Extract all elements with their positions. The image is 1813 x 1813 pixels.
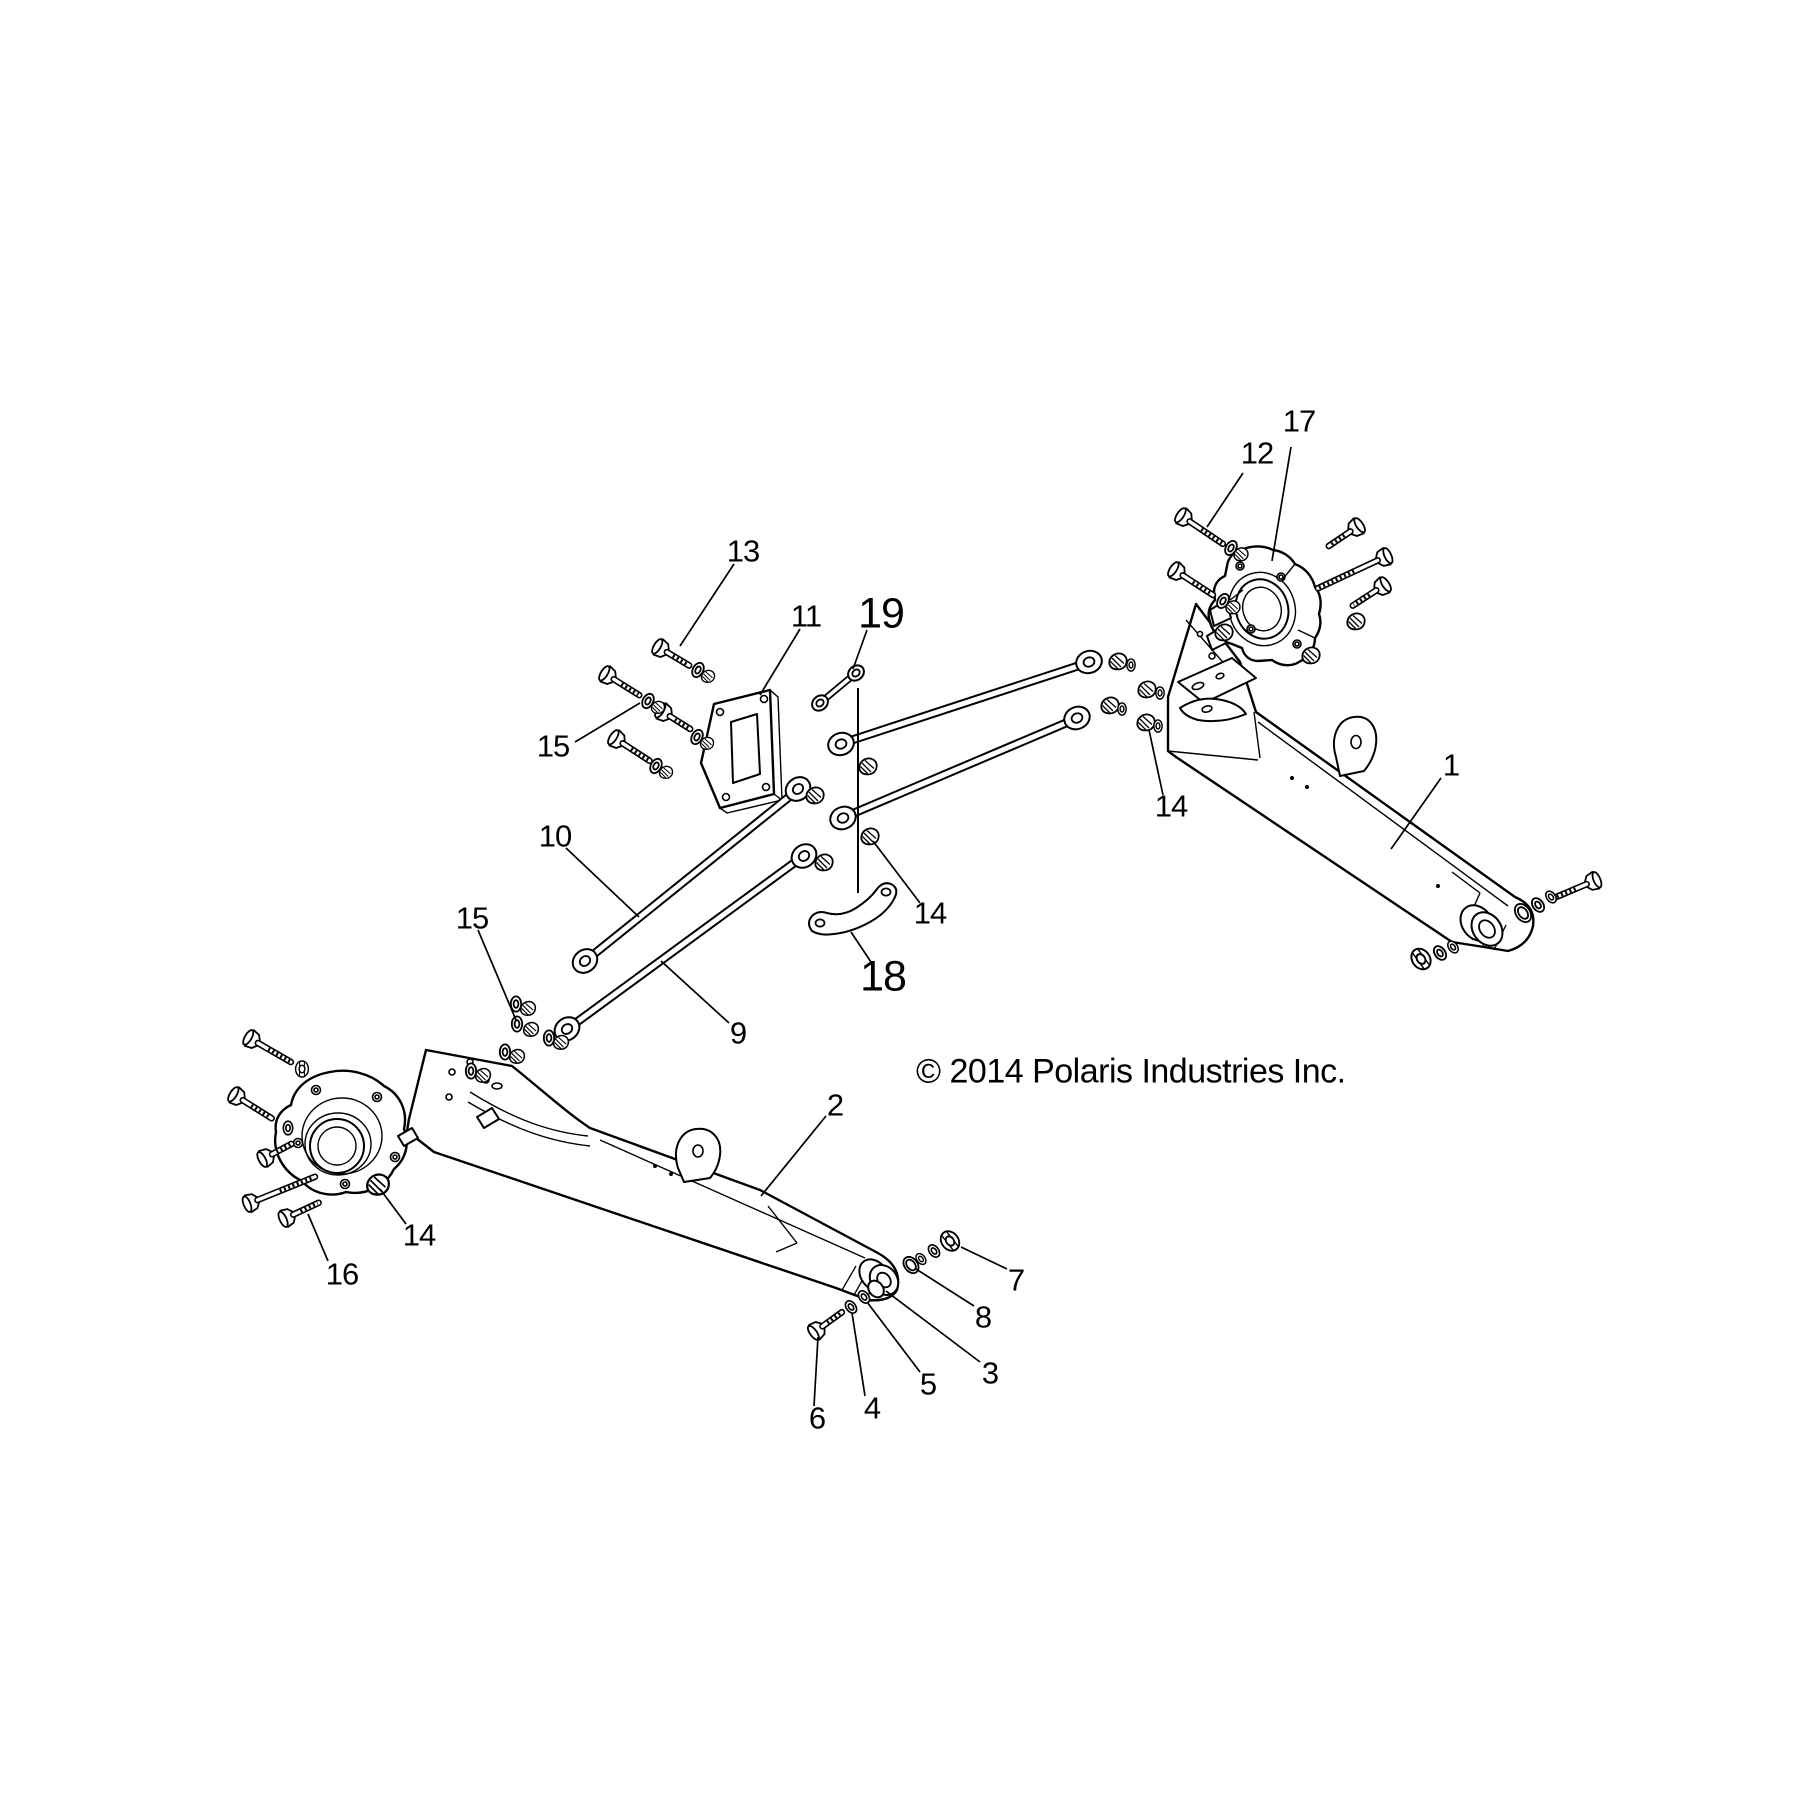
flange-nut	[1225, 600, 1241, 615]
flange-nut	[650, 700, 666, 715]
washer	[1430, 942, 1450, 964]
callout-17: 17	[1282, 403, 1316, 439]
callout-13: 13	[726, 533, 760, 569]
bearing-carrier-left	[274, 1069, 419, 1196]
washer	[1126, 658, 1136, 672]
leader-lines	[307, 446, 1442, 1407]
stabilizer-bracket	[808, 882, 898, 936]
flange-nut	[519, 1000, 537, 1016]
flange-nut	[700, 669, 716, 684]
flange-nut	[1346, 612, 1366, 631]
washer	[282, 1120, 294, 1136]
hex-nut	[1406, 943, 1436, 975]
washer	[1155, 686, 1165, 700]
bolt	[648, 635, 693, 669]
washer	[498, 1043, 512, 1061]
callout-7: 7	[1007, 1262, 1025, 1298]
callout-4: 4	[863, 1390, 881, 1426]
callout-14b: 14	[913, 895, 947, 931]
washer	[510, 1015, 524, 1033]
trailing-arm-left-outline	[405, 1048, 900, 1302]
washer	[842, 1297, 860, 1317]
copyright-notice: © 2014 Polaris Industries Inc.	[916, 1052, 1346, 1091]
trailing-arm-left	[405, 1048, 900, 1302]
flange-nut	[814, 853, 834, 872]
callout-15b: 15	[455, 900, 489, 936]
flange-nut	[552, 1034, 570, 1050]
callout-1: 1	[1442, 747, 1460, 783]
spacer	[925, 1241, 943, 1261]
callout-19: 19	[858, 589, 905, 638]
bolt	[1314, 545, 1396, 592]
flange-nut	[858, 757, 878, 776]
bolt	[651, 699, 694, 733]
trailing-arm-right-outline	[1166, 602, 1535, 953]
fasteners-bolts	[224, 504, 1605, 1344]
bolt	[239, 1027, 295, 1066]
washer	[542, 1029, 556, 1047]
flange-nut	[366, 1173, 391, 1196]
flange-nut	[1214, 623, 1234, 642]
callout-6: 6	[808, 1400, 826, 1436]
callout-16: 16	[325, 1256, 359, 1292]
bolt	[604, 726, 653, 765]
flange-nut	[522, 1021, 540, 1037]
callout-5: 5	[919, 1366, 937, 1402]
callout-8: 8	[974, 1299, 992, 1335]
flange-nut	[1233, 547, 1249, 562]
rod-end	[1072, 646, 1106, 678]
bolt	[224, 1083, 275, 1122]
mount-bracket	[699, 688, 783, 814]
rod-end	[825, 801, 861, 835]
bushing-sleeve	[867, 1279, 885, 1299]
washer	[464, 1062, 478, 1080]
callout-3: 3	[981, 1355, 999, 1391]
callout-15a: 15	[536, 728, 570, 764]
bolt	[595, 662, 643, 699]
fasteners-nuts-washers	[282, 537, 1560, 1317]
callout-12: 12	[1240, 435, 1274, 471]
hex-nut	[935, 1226, 965, 1256]
bolt	[1349, 573, 1395, 609]
flange-nut	[1301, 646, 1321, 665]
radius-rods	[549, 646, 1106, 1047]
bolt	[1325, 514, 1369, 550]
flange-nut	[699, 736, 715, 751]
bolt	[254, 1140, 295, 1170]
callout-10: 10	[538, 818, 572, 854]
flange-nut	[658, 765, 674, 780]
callout-14a: 14	[402, 1217, 436, 1253]
callout-2: 2	[826, 1087, 844, 1123]
flange-nut	[1100, 696, 1120, 715]
hex-nut	[294, 1060, 310, 1078]
callout-9: 9	[729, 1015, 747, 1051]
washer	[1153, 719, 1163, 733]
bolt	[804, 1308, 846, 1344]
bolt	[1171, 504, 1227, 548]
callout-11: 11	[790, 598, 822, 634]
rod-end	[824, 728, 858, 760]
flange-nut	[1137, 680, 1157, 699]
rod-end	[1059, 701, 1095, 735]
bolt	[239, 1173, 319, 1215]
bearing-carrier-right	[1206, 545, 1322, 667]
flange-nut	[860, 827, 880, 846]
callout-14c: 14	[1154, 788, 1188, 824]
flange-nut	[1136, 713, 1156, 732]
flange-nut	[508, 1048, 526, 1064]
flange-nut	[1108, 652, 1128, 671]
washer	[1542, 888, 1560, 906]
trailing-arm-right	[1166, 602, 1535, 953]
flange-nut	[474, 1067, 492, 1083]
bolt	[1548, 869, 1605, 903]
bolt	[1164, 558, 1217, 599]
bolt	[275, 1199, 322, 1230]
washer	[1117, 702, 1127, 716]
flange-nut	[805, 786, 825, 805]
callout-18: 18	[860, 952, 907, 1001]
